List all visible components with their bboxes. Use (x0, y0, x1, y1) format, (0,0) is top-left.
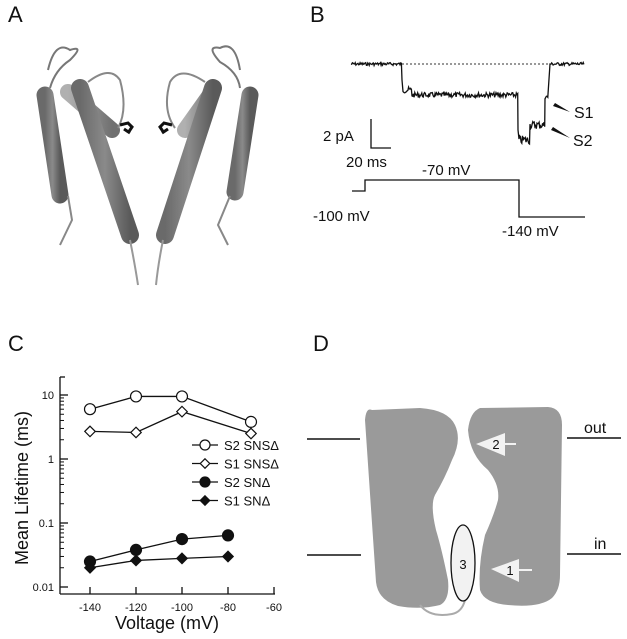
panel-label-c: C (8, 331, 24, 356)
legend-item: S1 SNSΔ (192, 457, 279, 472)
y-tick-label: 1 (48, 454, 54, 466)
y-tick-label: 10 (42, 390, 54, 402)
data-point (175, 533, 189, 546)
current-trace (350, 60, 585, 146)
linker-loop (419, 599, 466, 616)
x-tick-label: -80 (220, 602, 236, 614)
data-point (83, 403, 97, 416)
y-tick-label: 0.01 (33, 582, 54, 594)
legend-label: S2 SNSΔ (224, 438, 279, 453)
series-line (89, 555, 229, 569)
series-1 (83, 405, 258, 440)
data-point (129, 554, 143, 567)
panel-label-d: D (313, 331, 329, 356)
s1-label: S1 (574, 105, 594, 122)
helix-right-outer (211, 45, 259, 246)
site-2-label: 2 (492, 437, 499, 452)
data-point (83, 425, 97, 438)
legend-label: S1 SNSΔ (224, 457, 279, 472)
data-point (129, 426, 143, 439)
series-line (89, 395, 252, 423)
y-axis-label: Mean Lifetime (ms) (12, 411, 32, 565)
s2-pointer-icon (551, 127, 570, 138)
data-point (244, 427, 258, 440)
holding-voltage-label: -100 mV (313, 208, 370, 225)
outside-label: out (584, 420, 607, 437)
site-1-label: 1 (506, 563, 513, 578)
scale-bar (370, 119, 391, 149)
x-tick-label: -120 (125, 602, 147, 614)
channel-subunit-right (468, 407, 562, 606)
final-voltage-label: -140 mV (502, 223, 559, 240)
s1-pointer-icon (553, 103, 570, 112)
site-1-arrow-icon (491, 559, 519, 582)
legend-item: S2 SNSΔ (192, 438, 279, 453)
voltage-protocol-line (352, 179, 585, 218)
s2-label: S2 (573, 133, 593, 150)
series-0 (83, 390, 258, 428)
scale-current-label: 2 pA (323, 128, 354, 145)
series-line (89, 410, 252, 435)
data-point (199, 439, 211, 451)
data-point (221, 529, 235, 542)
data-point (175, 405, 189, 418)
data-point (199, 476, 211, 488)
data-point (199, 457, 211, 470)
legend-item: S1 SNΔ (192, 494, 271, 509)
data-point (199, 494, 211, 507)
step-voltage-label: -70 mV (422, 162, 470, 179)
site-3-label: 3 (459, 557, 466, 572)
series-2 (83, 529, 235, 568)
data-point (83, 561, 97, 574)
series-line (89, 534, 229, 563)
data-point (83, 555, 97, 568)
panel-label-b: B (310, 2, 325, 27)
legend-label: S1 SNΔ (224, 494, 271, 509)
inside-label: in (594, 536, 606, 553)
helix-right-inner (155, 72, 222, 286)
x-tick-label: -100 (171, 602, 193, 614)
data-point (244, 415, 258, 428)
channel-subunit-left (365, 408, 458, 608)
panel-label-a: A (8, 2, 23, 27)
x-tick-label: -60 (266, 602, 282, 614)
helix-left-outer (36, 46, 79, 246)
series-3 (83, 550, 235, 574)
y-tick-label: 0.1 (39, 518, 54, 530)
legend-label: S2 SNΔ (224, 475, 271, 490)
data-point (175, 552, 189, 565)
site-2-arrow-icon (476, 433, 505, 456)
x-tick-label: -140 (79, 602, 101, 614)
data-point (175, 390, 189, 403)
data-point (221, 550, 235, 563)
data-point (129, 390, 143, 403)
x-axis-label: Voltage (mV) (115, 613, 219, 633)
scale-time-label: 20 ms (346, 154, 387, 171)
site-3-blocker (450, 524, 476, 602)
data-point (129, 543, 143, 556)
helix-left-inner (60, 72, 139, 286)
legend-item: S2 SNΔ (192, 475, 271, 490)
